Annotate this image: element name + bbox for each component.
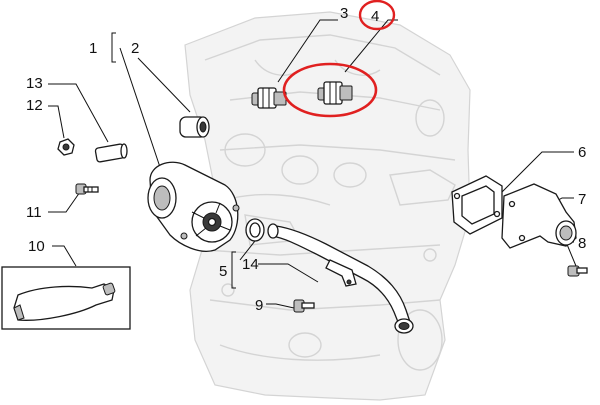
callout-labels: 1 2 3 4 5 6 7 8 9 10 11 12 13 14	[26, 5, 586, 314]
callout-9: 9	[255, 297, 263, 314]
leader-lines	[48, 19, 577, 309]
callout-14: 14	[242, 256, 259, 273]
screw	[293, 299, 315, 313]
sealant-tube-box	[1, 266, 131, 330]
bushing	[179, 116, 210, 138]
callout-4: 4	[371, 8, 379, 25]
callout-2: 2	[131, 40, 139, 57]
highlight-ring-number	[358, 0, 396, 31]
callout-5: 5	[219, 263, 227, 280]
dowel-sleeve	[94, 143, 128, 163]
callout-6: 6	[578, 144, 586, 161]
thermostat-housing	[501, 183, 577, 249]
callout-10: 10	[28, 238, 45, 255]
callout-3: 3	[340, 5, 348, 22]
callout-8: 8	[578, 235, 586, 252]
temperature-switch	[317, 81, 353, 105]
highlight-markers	[282, 0, 396, 118]
temperature-sensor	[251, 87, 287, 109]
nut	[57, 138, 75, 156]
water-pump	[147, 161, 240, 252]
callout-13: 13	[26, 75, 43, 92]
gasket	[451, 175, 503, 235]
highlight-ring-part	[282, 62, 378, 118]
callout-7: 7	[578, 191, 586, 208]
callout-1: 1	[89, 40, 97, 57]
coolant-pipe	[267, 223, 414, 334]
callout-11: 11	[26, 204, 42, 221]
bolt	[75, 183, 99, 195]
o-ring	[245, 218, 265, 242]
bolt-small	[567, 265, 588, 277]
callout-12: 12	[26, 97, 43, 114]
